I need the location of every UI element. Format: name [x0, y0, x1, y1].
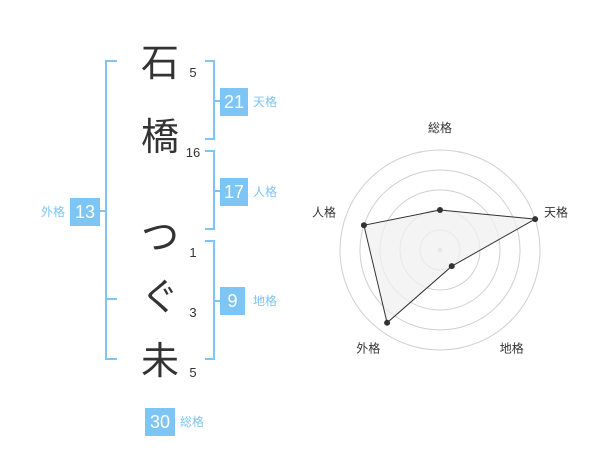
name-char-3: つ [140, 215, 179, 259]
radar-point-3 [448, 263, 455, 270]
stroke-count-4: 3 [189, 305, 197, 320]
soukaku-value: 30 [145, 408, 175, 436]
radar-points [360, 207, 539, 326]
stroke-count-1: 5 [189, 65, 197, 80]
radar-axis-label-4: 外格 [356, 341, 380, 356]
stroke-count-2: 16 [185, 145, 201, 160]
radar-grid-ring [359, 169, 521, 331]
jinkaku-value: 17 [220, 178, 248, 206]
radar-axis-label-3: 地格 [500, 341, 524, 356]
gaikaku-value: 13 [70, 198, 100, 226]
soukaku-label: 総格 [180, 415, 205, 429]
chikaku-value: 9 [220, 287, 245, 315]
radar-grid-ring [339, 149, 541, 351]
radar-axis-label-1: 総格 [428, 120, 452, 135]
chikaku-label: 地格 [253, 294, 278, 308]
stroke-count-3: 1 [189, 245, 197, 260]
radar-axis-label-5: 人格 [312, 204, 336, 219]
radar-axis-label-2: 天格 [544, 204, 568, 219]
name-char-2: 橋 [140, 115, 179, 159]
tenkaku-label: 天格 [253, 95, 278, 109]
tenkaku-value: 21 [220, 88, 248, 116]
jinkaku-label: 人格 [253, 185, 278, 199]
stroke-count-5: 5 [189, 365, 197, 380]
radar-point-1 [437, 207, 443, 213]
radar-point-4 [384, 319, 391, 326]
name-char-5: 未 [140, 339, 179, 383]
radar-point-2 [532, 216, 539, 223]
name-char-4: ぐ [140, 275, 179, 319]
name-char-1: 石 [140, 41, 179, 85]
gaikaku-label: 外格 [41, 205, 66, 219]
radar-point-5 [360, 222, 367, 229]
